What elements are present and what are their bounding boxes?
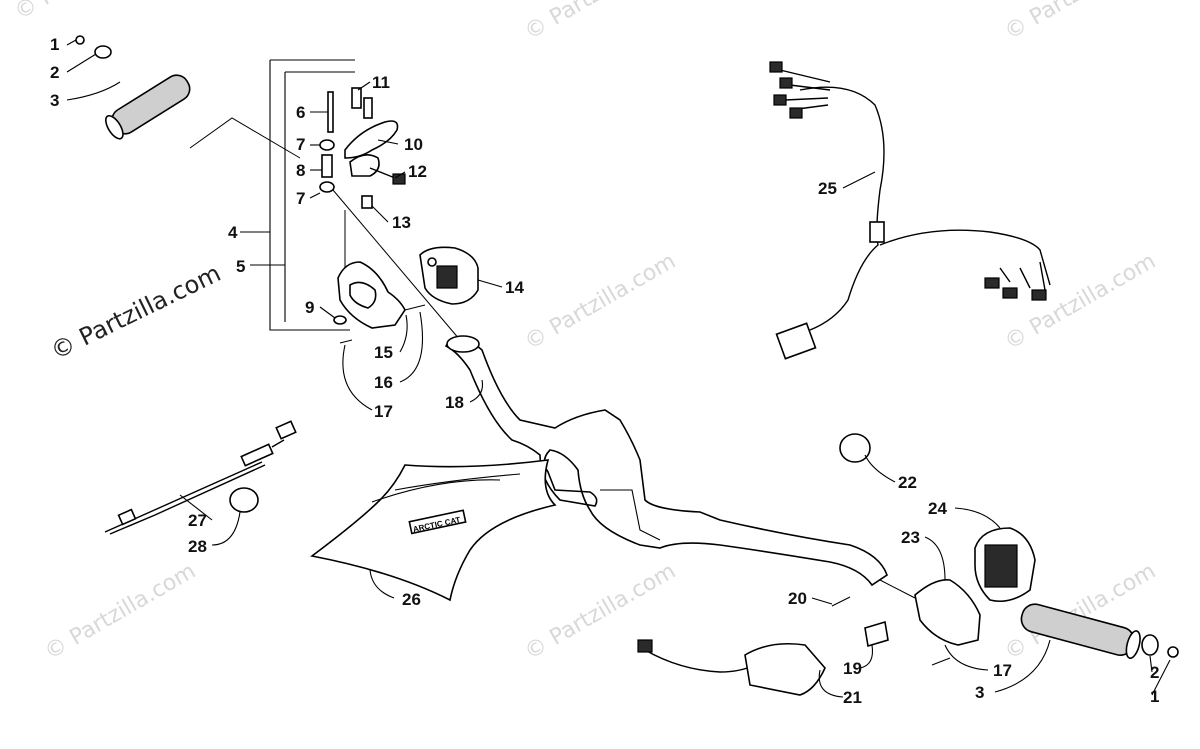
magnet-11b: [363, 97, 373, 119]
callout-8: 8: [296, 161, 305, 180]
pad-26: ARCTIC CAT: [310, 459, 557, 602]
bushing-19: [864, 620, 889, 648]
lever-10: [344, 120, 399, 159]
magnet-11: [351, 87, 362, 109]
callout-23: 23: [901, 528, 920, 547]
sensor-12-wire: [369, 167, 396, 179]
washer-9: [333, 315, 347, 325]
bolt-1-right: [1167, 646, 1179, 658]
watermark-main: © Partzilla.com: [46, 259, 225, 365]
throttle-housing: [333, 261, 426, 344]
callout-1-left: 1: [50, 35, 59, 54]
cable-27: [104, 420, 297, 535]
watermark-tile: © Partzilla.com: [521, 559, 681, 666]
bolt-1-left: [75, 35, 85, 45]
callout-1-right: 1: [1150, 687, 1159, 706]
callout-10: 10: [404, 135, 423, 154]
lever-10-body: [349, 154, 380, 177]
callout-17-left: 17: [374, 402, 393, 421]
callout-15: 15: [374, 343, 393, 362]
left-grip-group: [75, 35, 301, 159]
handlebar-18: [444, 335, 888, 587]
sensor-12-plug: [392, 173, 406, 185]
watermark-tile: © Partzilla.com: [11, 0, 171, 25]
callout-4: 4: [228, 223, 238, 242]
callout-25: 25: [818, 179, 837, 198]
watermark-tile: © Partzilla.com: [1001, 0, 1161, 45]
housing-23: [914, 578, 981, 646]
callout-17-right: 17: [993, 661, 1012, 680]
callout-21: 21: [843, 688, 862, 707]
callout-28: 28: [188, 537, 207, 556]
washer-7-top: [319, 139, 335, 151]
callout-24: 24: [928, 499, 947, 518]
screw-20: [831, 596, 851, 607]
clip-13: [361, 195, 373, 209]
washer-7-bottom: [319, 181, 335, 193]
bushing-8: [321, 154, 333, 178]
watermark-tile: © Partzilla.com: [521, 249, 681, 356]
wiring-harness-25: [769, 61, 1051, 360]
callout-3-right: 3: [975, 683, 984, 702]
leader-lines: [66, 39, 1171, 698]
callout-5: 5: [236, 257, 245, 276]
callout-13: 13: [392, 213, 411, 232]
leader-throttle-axis: [332, 189, 461, 341]
callout-3-left: 3: [50, 91, 59, 110]
callout-2-right: 2: [1150, 663, 1159, 682]
grip-3-right: [1020, 603, 1141, 659]
grip-3-left: [105, 74, 191, 140]
callout-6: 6: [296, 103, 305, 122]
heater-21: [637, 639, 826, 696]
watermark-tile: © Partzilla.com: [41, 559, 201, 666]
callout-11: 11: [372, 73, 390, 92]
callout-26: 26: [402, 590, 421, 609]
right-controls: [831, 433, 1179, 666]
callout-14: 14: [505, 278, 524, 297]
callout-19: 19: [843, 659, 862, 678]
callout-16: 16: [374, 373, 393, 392]
washer-2-right: [1141, 634, 1159, 656]
callout-2-left: 2: [50, 63, 59, 82]
throttle-parts: [319, 87, 461, 341]
callout-labels: 1 2 3 4 5 6 7 8 7 9 10 11 12 13 14 15 16…: [50, 35, 1159, 707]
callout-7-bottom: 7: [296, 189, 305, 208]
pin-6: [327, 91, 334, 133]
clamp-22: [839, 433, 871, 463]
callout-27: 27: [188, 511, 207, 530]
clamp-28: [229, 487, 259, 513]
callout-20: 20: [788, 589, 807, 608]
callout-18: 18: [445, 393, 464, 412]
switch-14: [419, 246, 479, 305]
leader-grip-left: [189, 117, 301, 159]
washer-2-left: [94, 45, 112, 59]
callout-7-top: 7: [296, 135, 305, 154]
bracket-group: [269, 59, 355, 331]
callout-9: 9: [305, 298, 314, 317]
callout-12: 12: [408, 162, 427, 181]
callout-22: 22: [898, 473, 917, 492]
watermark-tile: © Partzilla.com: [1001, 249, 1161, 356]
watermark-tile: © Partzilla.com: [521, 0, 681, 45]
